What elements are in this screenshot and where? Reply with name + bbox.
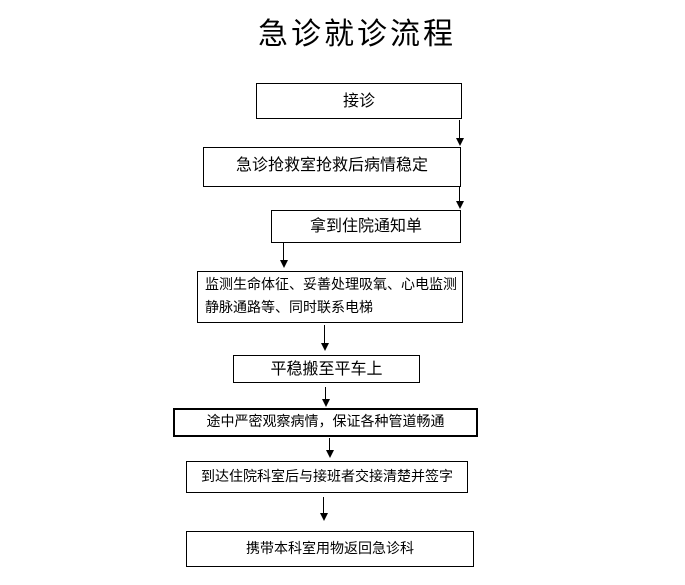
arrow-line: [323, 497, 324, 513]
flow-step-label: 途中严密观察病情，保证各种管道畅通: [206, 415, 445, 430]
arrow-head: [319, 513, 328, 521]
arrow-head: [320, 343, 329, 351]
arrow-head: [455, 201, 464, 209]
arrow-head: [455, 138, 464, 146]
flow-step-handover-sign: 到达住院科室后与接班者交接清楚并签字: [186, 461, 468, 493]
connector-arrow-7: [319, 497, 328, 521]
arrow-head: [279, 260, 288, 268]
page-title: 急诊就诊流程: [258, 18, 456, 51]
flow-step-label: 监测生命体征、妥善处理吸氧、心电监测 静脉通路等、同时联系电梯: [205, 278, 457, 316]
arrow-head: [325, 450, 334, 458]
flow-step-observe-en-route: 途中严密观察病情，保证各种管道畅通: [173, 408, 478, 437]
arrow-line: [329, 438, 330, 450]
flow-step-admission-notice: 拿到住院通知单: [271, 210, 461, 243]
arrow-line: [459, 120, 460, 138]
flow-step-label: 到达住院科室后与接班者交接清楚并签字: [201, 469, 453, 485]
flow-step-monitoring: 监测生命体征、妥善处理吸氧、心电监测 静脉通路等、同时联系电梯: [197, 271, 463, 323]
connector-arrow-2: [455, 187, 464, 209]
flow-step-label: 拿到住院通知单: [309, 218, 422, 235]
connector-arrow-1: [455, 120, 464, 146]
flow-step-return-ed: 携带本科室用物返回急诊科: [186, 531, 474, 567]
connector-arrow-5: [321, 387, 330, 407]
flow-step-transfer-cart: 平稳搬至平车上: [233, 355, 420, 383]
arrow-head: [321, 399, 330, 407]
connector-arrow-4: [320, 325, 329, 351]
arrow-line: [325, 387, 326, 399]
flow-step-label: 接诊: [342, 92, 375, 110]
connector-arrow-6: [325, 438, 334, 458]
flow-step-reception: 接诊: [256, 83, 462, 119]
flow-step-label: 携带本科室用物返回急诊科: [246, 541, 414, 557]
arrow-line: [283, 243, 284, 260]
flow-step-label: 急诊抢救室抢救后病情稳定: [235, 157, 428, 174]
flow-step-stabilized: 急诊抢救室抢救后病情稳定: [203, 147, 461, 187]
arrow-line: [459, 187, 460, 201]
connector-arrow-3: [279, 243, 288, 268]
arrow-line: [324, 325, 325, 343]
flow-step-label: 平稳搬至平车上: [270, 360, 383, 378]
